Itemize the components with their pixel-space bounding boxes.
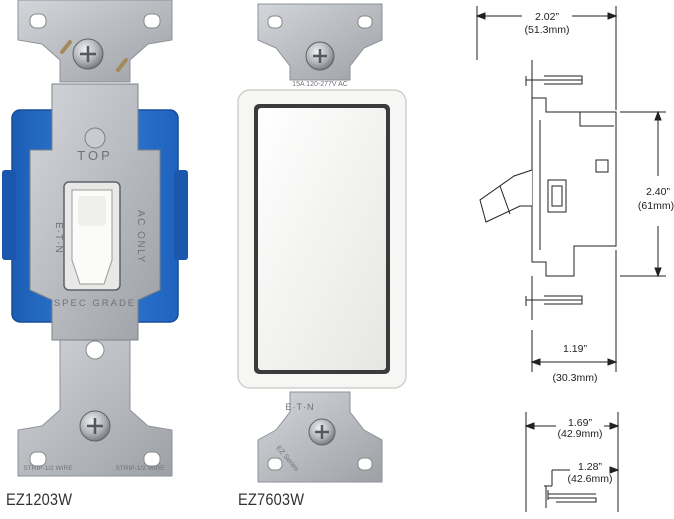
strap-slot <box>143 451 161 467</box>
arrowhead <box>609 466 620 474</box>
dim-depth-metric: (30.3mm) <box>553 372 598 384</box>
strap-slot <box>29 13 47 29</box>
strap-slot <box>357 15 373 29</box>
dim-height-metric: (61mm) <box>638 200 674 212</box>
decorator-switch: 15A 120-277V AC E·T·N EZ Series <box>237 3 407 483</box>
strap-slot <box>143 13 161 29</box>
toggle-bottom-strap <box>17 329 173 477</box>
toggle-handle-detail <box>499 185 511 215</box>
arrowhead <box>475 12 618 20</box>
wire-clip <box>60 40 128 72</box>
switch-body-profile <box>531 97 617 277</box>
body-detail <box>547 112 614 213</box>
dim-small-inner-metric: (42.6mm) <box>568 473 613 485</box>
toggle-side-tab <box>174 170 188 260</box>
screw-slot <box>80 46 96 62</box>
toggle-switch: TOP AC ONLY E·T·N SPEC GRADE STRIP-1/2 W… <box>2 0 188 477</box>
strap-slot <box>29 451 47 467</box>
toggle-lever-highlight <box>78 196 106 226</box>
decorator-rating-stamp: 15A 120-277V AC <box>292 81 348 88</box>
model-caption-toggle: EZ1203W <box>6 490 73 509</box>
toggle-brand-label: E·T·N <box>53 222 64 254</box>
decorator-brand-stamp: E·T·N <box>286 402 315 412</box>
strap-hole <box>85 340 105 360</box>
screw-slot <box>87 418 103 434</box>
dim-small-metric: (42.9mm) <box>558 428 603 440</box>
dim-small-value: 1.69” <box>568 417 592 429</box>
dim-depth-value: 1.19” <box>563 343 587 355</box>
strap-slot <box>357 457 373 471</box>
yoke-rivet <box>84 127 106 149</box>
side-profile-drawing <box>475 6 666 512</box>
screw-slot <box>313 49 327 63</box>
toggle-side-tab <box>2 170 16 260</box>
toggle-handle-profile <box>479 169 533 223</box>
screw-slot <box>315 425 329 439</box>
model-caption-decorator: EZ7603W <box>238 490 305 509</box>
dim-width-value: 2.02” <box>535 11 559 23</box>
arrowhead <box>524 422 620 430</box>
strap-slot <box>267 15 283 29</box>
small-profile-screw <box>544 485 597 508</box>
toggle-strip-left-label: STRIP-1/2 WIRE <box>23 465 73 472</box>
mount-screw-upper <box>525 75 583 86</box>
toggle-grade-label: SPEC GRADE <box>54 298 136 309</box>
mount-screw-lower <box>525 295 583 306</box>
dim-small-inner-value: 1.28” <box>578 461 602 473</box>
arrowhead <box>654 110 662 278</box>
strap-slot <box>267 457 283 471</box>
dimension-labels: 2.02” (51.3mm) 2.40” (61mm) 1.19” (30.3m… <box>525 11 674 485</box>
toggle-ac-only-label: AC ONLY <box>135 210 146 264</box>
arrowhead <box>530 358 618 366</box>
decorator-rocker[interactable] <box>258 108 386 370</box>
dim-width-metric: (51.3mm) <box>525 24 570 36</box>
toggle-strip-right-label: STRIP-1/2 WIRE <box>115 465 165 472</box>
dim-height-value: 2.40” <box>646 186 670 198</box>
toggle-top-label: TOP <box>77 148 113 163</box>
